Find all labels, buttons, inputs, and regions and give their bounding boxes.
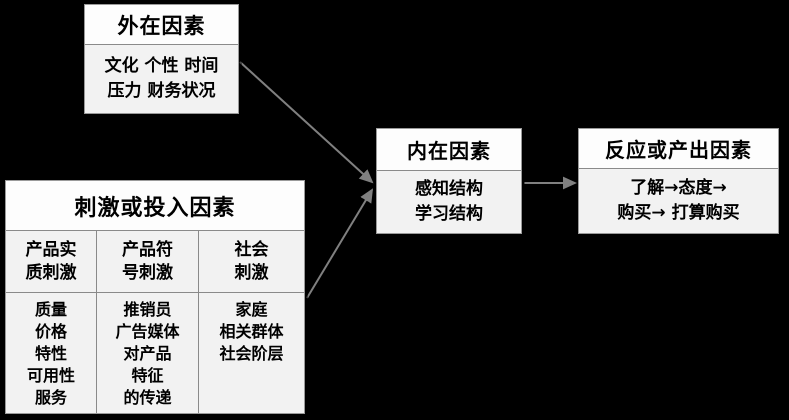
list-item: 特征 — [131, 366, 164, 386]
response-factors-box: 反应或产出因素 了解→态度→ 购买→ 打算购买 — [578, 128, 779, 234]
external-factors-box: 外在因素 文化 个性 时间 压力 财务状况 — [84, 4, 239, 114]
internal-factors-box: 内在因素 感知结构 学习结构 — [376, 128, 522, 234]
arrow-stimulus-to-internal — [306, 188, 374, 299]
external-factors-title: 外在因素 — [85, 5, 238, 45]
response-factors-title: 反应或产出因素 — [579, 129, 778, 169]
list-item: 相关群体 — [219, 322, 284, 342]
stimulus-col1-header-line-2: 号刺激 — [122, 262, 173, 283]
list-item: 可用性 — [26, 366, 75, 386]
stimulus-col2-header-line-1: 社会 — [234, 239, 269, 260]
stimulus-factors-title: 刺激或投入因素 — [6, 181, 304, 231]
internal-line-2: 学习结构 — [415, 204, 483, 224]
stimulus-column-items: 推销员 广告媒体 对产品 特征 的传递 — [97, 293, 198, 413]
list-item: 对产品 — [123, 344, 172, 364]
stimulus-column-items: 家庭 相关群体 社会阶层 — [199, 293, 304, 413]
list-item: 服务 — [34, 388, 67, 408]
list-item: 特性 — [34, 344, 67, 364]
response-line-2: 购买→ 打算购买 — [617, 203, 740, 223]
stimulus-column-items: 质量 价格 特性 可用性 服务 — [6, 293, 96, 413]
stimulus-table: 产品实 质刺激 质量 价格 特性 可用性 服务 产品符 号刺激 推销员 — [6, 231, 304, 413]
stimulus-col2-header-line-2: 刺激 — [234, 262, 269, 283]
stimulus-col1-header-line-1: 产品符 — [122, 239, 173, 260]
response-line-1: 了解→态度→ — [630, 177, 727, 198]
internal-line-1: 感知结构 — [415, 178, 483, 199]
internal-factors-content: 感知结构 学习结构 — [377, 171, 521, 233]
external-factors-content: 文化 个性 时间 压力 财务状况 — [85, 45, 238, 113]
stimulus-column-product-symbolic: 产品符 号刺激 推销员 广告媒体 对产品 特征 的传递 — [97, 231, 199, 413]
stimulus-column-header: 产品符 号刺激 — [97, 231, 198, 293]
list-item: 广告媒体 — [115, 322, 180, 342]
stimulus-factors-box: 刺激或投入因素 产品实 质刺激 质量 价格 特性 可用性 服务 产品符 号 — [5, 180, 305, 414]
external-line-2: 压力 财务状况 — [107, 81, 216, 101]
response-factors-content: 了解→态度→ 购买→ 打算购买 — [579, 169, 778, 233]
list-item: 价格 — [34, 322, 67, 342]
list-item: 的传递 — [123, 388, 172, 408]
internal-factors-title: 内在因素 — [377, 129, 521, 171]
stimulus-column-product-physical: 产品实 质刺激 质量 价格 特性 可用性 服务 — [6, 231, 97, 413]
arrow-external-to-internal — [239, 61, 374, 184]
stimulus-column-header: 产品实 质刺激 — [6, 231, 96, 293]
list-item: 社会阶层 — [219, 344, 284, 364]
stimulus-column-header: 社会 刺激 — [199, 231, 304, 293]
list-item: 质量 — [34, 300, 67, 319]
stimulus-col0-header-line-2: 质刺激 — [25, 262, 77, 283]
external-line-1: 文化 个性 时间 — [104, 56, 219, 77]
list-item: 家庭 — [235, 300, 268, 319]
list-item: 推销员 — [123, 300, 172, 319]
stimulus-column-social: 社会 刺激 家庭 相关群体 社会阶层 — [199, 231, 304, 413]
stimulus-col0-header-line-1: 产品实 — [25, 239, 77, 260]
